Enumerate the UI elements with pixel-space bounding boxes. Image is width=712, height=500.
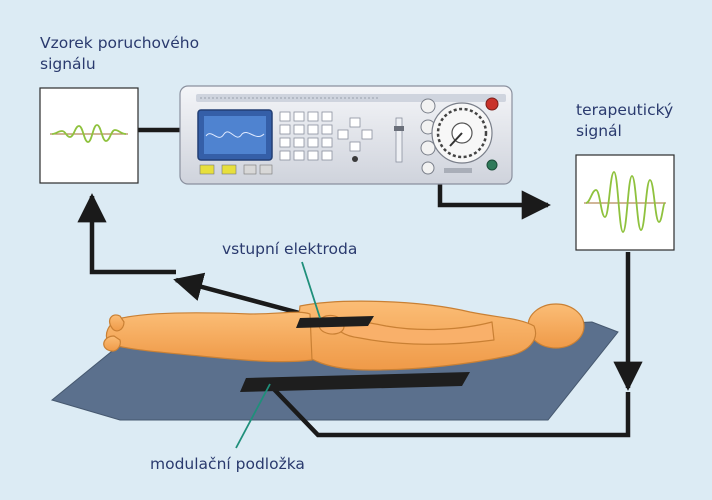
source-signal-box <box>39 87 139 184</box>
source-waveform <box>51 124 127 143</box>
wire-left-loop <box>77 193 176 275</box>
input-electrode-label: vstupní elektroda <box>222 240 358 258</box>
device-knobs <box>420 98 436 175</box>
leader-input-electrode <box>301 261 321 319</box>
therapy-signal-box <box>575 154 675 251</box>
therapy-signal-label-line2: signál <box>576 122 622 140</box>
input-electrode <box>296 316 374 328</box>
device-keypad <box>279 111 333 161</box>
device-dial <box>431 102 493 164</box>
therapy-waveform <box>585 171 666 233</box>
therapy-signal-label-line1: terapeutický <box>576 101 674 119</box>
device-arrow-pad <box>337 117 373 152</box>
wire-return-loop <box>266 381 631 438</box>
wire-electrode-to-source <box>173 272 319 321</box>
modulation-pad-label: modulační podložka <box>150 455 305 473</box>
wire-device-to-therapy <box>437 182 551 220</box>
source-signal-label-line2: signálu <box>40 55 96 73</box>
modulation-pad <box>240 372 470 392</box>
medical-device <box>179 85 513 185</box>
source-signal-label-line1: Vzorek poruchového <box>40 34 200 52</box>
device-power-button <box>485 97 499 111</box>
leader-modulation-pad <box>235 383 271 449</box>
